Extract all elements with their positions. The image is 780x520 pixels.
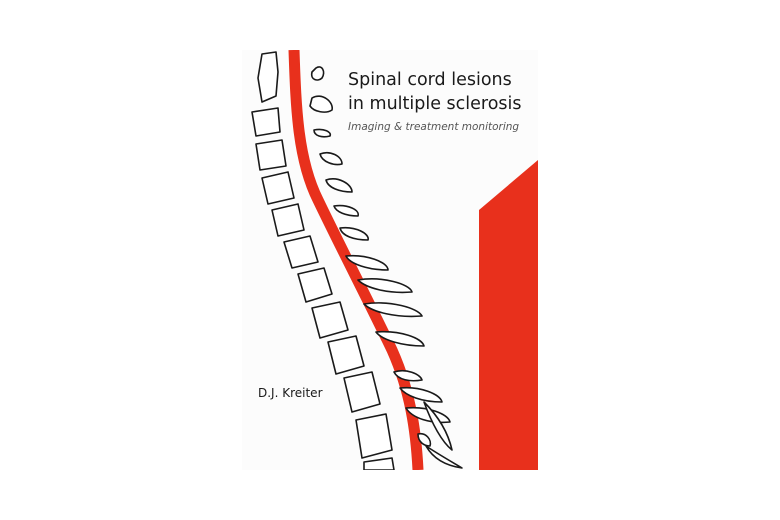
spinous-process bbox=[313, 128, 332, 138]
spinous-process bbox=[339, 226, 369, 241]
spinous-process bbox=[333, 204, 359, 217]
vertebra-body bbox=[297, 267, 333, 303]
author-name: D.J. Kreiter bbox=[258, 386, 323, 400]
spinous-process bbox=[309, 95, 333, 113]
vertebra-body bbox=[311, 301, 349, 339]
spinous-process bbox=[425, 445, 463, 469]
vertebra-body bbox=[255, 139, 287, 171]
spinous-process bbox=[393, 369, 423, 382]
vertebrae-group bbox=[251, 51, 463, 470]
vertebra-body bbox=[257, 51, 279, 103]
spinal-cord-icon bbox=[288, 50, 424, 470]
spinous-process bbox=[417, 432, 432, 447]
spinous-process bbox=[423, 401, 453, 451]
spinous-process bbox=[325, 178, 353, 193]
vertebra-body bbox=[327, 335, 365, 375]
book-subtitle: Imaging & treatment monitoring bbox=[348, 121, 520, 133]
spinous-process bbox=[319, 151, 343, 166]
spinous-process bbox=[375, 330, 425, 347]
vertebra-body bbox=[343, 371, 381, 413]
title-line-1: Spinal cord lesions bbox=[348, 70, 512, 90]
vertebra-body bbox=[271, 203, 305, 237]
spine-illustration-icon bbox=[251, 50, 538, 470]
vertebra-body bbox=[251, 107, 281, 137]
spinous-process bbox=[363, 302, 423, 318]
spinous-process bbox=[345, 254, 389, 271]
vertebra-body bbox=[261, 171, 295, 205]
book-cover: Spinal cord lesions in multiple sclerosi… bbox=[242, 50, 538, 470]
spinous-process bbox=[399, 386, 443, 403]
title-line-2: in multiple sclerosis bbox=[348, 94, 522, 114]
vertebra-body bbox=[363, 457, 395, 470]
vertebra-body bbox=[283, 235, 319, 269]
book-title: Spinal cord lesions in multiple sclerosi… bbox=[348, 68, 522, 116]
spinous-process bbox=[310, 66, 325, 81]
spinous-process bbox=[357, 278, 413, 294]
vertebra-body bbox=[355, 413, 393, 459]
red-block-icon bbox=[479, 160, 538, 470]
